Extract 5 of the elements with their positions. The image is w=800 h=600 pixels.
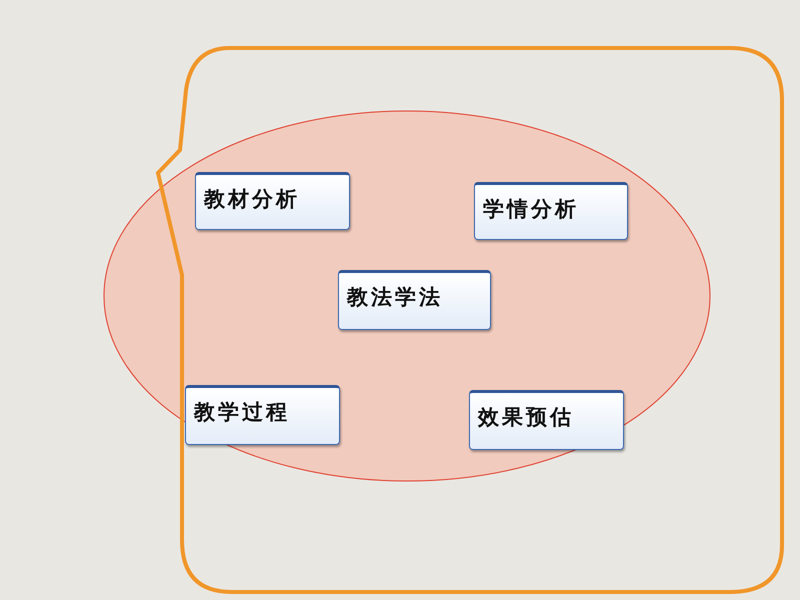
topic-card: 教学过程 — [185, 385, 340, 445]
topic-card: 效果预估 — [469, 390, 624, 450]
topic-card: 教法学法 — [338, 270, 491, 330]
topic-card: 教材分析 — [195, 172, 350, 230]
topic-card: 学情分析 — [474, 182, 628, 240]
